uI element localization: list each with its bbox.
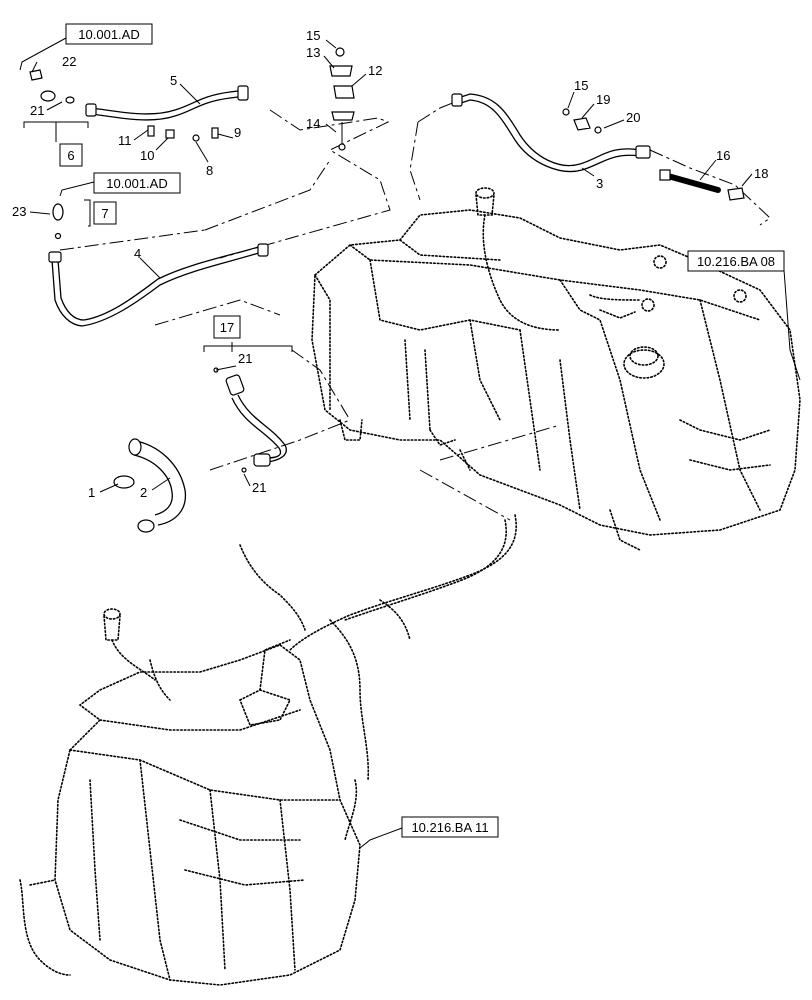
boxed-callout-17[interactable]: 17 bbox=[213, 315, 241, 339]
hose-16-assembly bbox=[659, 169, 745, 201]
reference-label: 10.001.AD bbox=[78, 27, 139, 42]
callout-15-right[interactable]: 15 bbox=[574, 78, 588, 93]
callout-5[interactable]: 5 bbox=[170, 73, 177, 88]
callout-1[interactable]: 1 bbox=[88, 485, 95, 500]
callout-18[interactable]: 18 bbox=[754, 166, 768, 181]
callout-23[interactable]: 23 bbox=[12, 204, 26, 219]
main-fuel-tank bbox=[311, 187, 801, 551]
connecting-fuel-line bbox=[103, 514, 517, 781]
boxed-callout-6[interactable]: 6 bbox=[59, 143, 83, 167]
callout-21-left[interactable]: 21 bbox=[30, 103, 44, 118]
callout-21-low[interactable]: 21 bbox=[252, 480, 266, 495]
boxed-callout-label: 6 bbox=[67, 148, 74, 163]
leader-lines bbox=[19, 37, 801, 849]
callout-21-mid[interactable]: 21 bbox=[238, 351, 252, 366]
callout-13[interactable]: 13 bbox=[306, 45, 320, 60]
reference-box-4[interactable]: 10.216.BA 11 bbox=[401, 816, 499, 838]
reference-box-3[interactable]: 10.216.BA 08 bbox=[687, 250, 785, 272]
callout-2[interactable]: 2 bbox=[140, 485, 147, 500]
callout-11[interactable]: 11 bbox=[118, 133, 132, 148]
callout-3[interactable]: 3 bbox=[596, 176, 603, 191]
hose-21-assembly bbox=[213, 367, 287, 473]
callout-12[interactable]: 12 bbox=[368, 63, 382, 78]
callout-14[interactable]: 14 bbox=[306, 116, 320, 131]
callout-4[interactable]: 4 bbox=[134, 246, 141, 261]
callout-19[interactable]: 19 bbox=[596, 92, 610, 107]
callout-9[interactable]: 9 bbox=[234, 125, 241, 140]
callout-10[interactable]: 10 bbox=[140, 148, 154, 163]
second-fuel-tank bbox=[19, 639, 361, 986]
callout-labels: 1 2 3 4 5 8 9 10 11 12 13 14 15 15 16 18… bbox=[12, 28, 768, 500]
elbow-2-assembly bbox=[113, 438, 187, 533]
reference-label: 10.001.AD bbox=[106, 176, 167, 191]
tube-5-assembly bbox=[29, 69, 249, 142]
reference-label: 10.216.BA 11 bbox=[411, 820, 488, 835]
boxed-callout-label: 7 bbox=[101, 206, 108, 221]
reference-box-1[interactable]: 10.001.AD bbox=[65, 23, 153, 45]
reference-box-2[interactable]: 10.001.AD bbox=[93, 172, 181, 194]
reference-label: 10.216.BA 08 bbox=[697, 254, 775, 269]
bracket-12-assembly bbox=[329, 47, 355, 151]
callout-15-top[interactable]: 15 bbox=[306, 28, 320, 43]
tube-3-assembly bbox=[451, 93, 651, 173]
callout-20[interactable]: 20 bbox=[626, 110, 640, 125]
boxed-callout-7[interactable]: 7 bbox=[93, 201, 117, 225]
callout-22[interactable]: 22 bbox=[62, 54, 76, 69]
tube-4-assembly bbox=[48, 203, 269, 327]
callout-8[interactable]: 8 bbox=[206, 163, 213, 178]
callout-16[interactable]: 16 bbox=[716, 148, 730, 163]
assembly-guide-lines bbox=[59, 101, 771, 521]
boxed-callout-label: 17 bbox=[220, 320, 234, 335]
